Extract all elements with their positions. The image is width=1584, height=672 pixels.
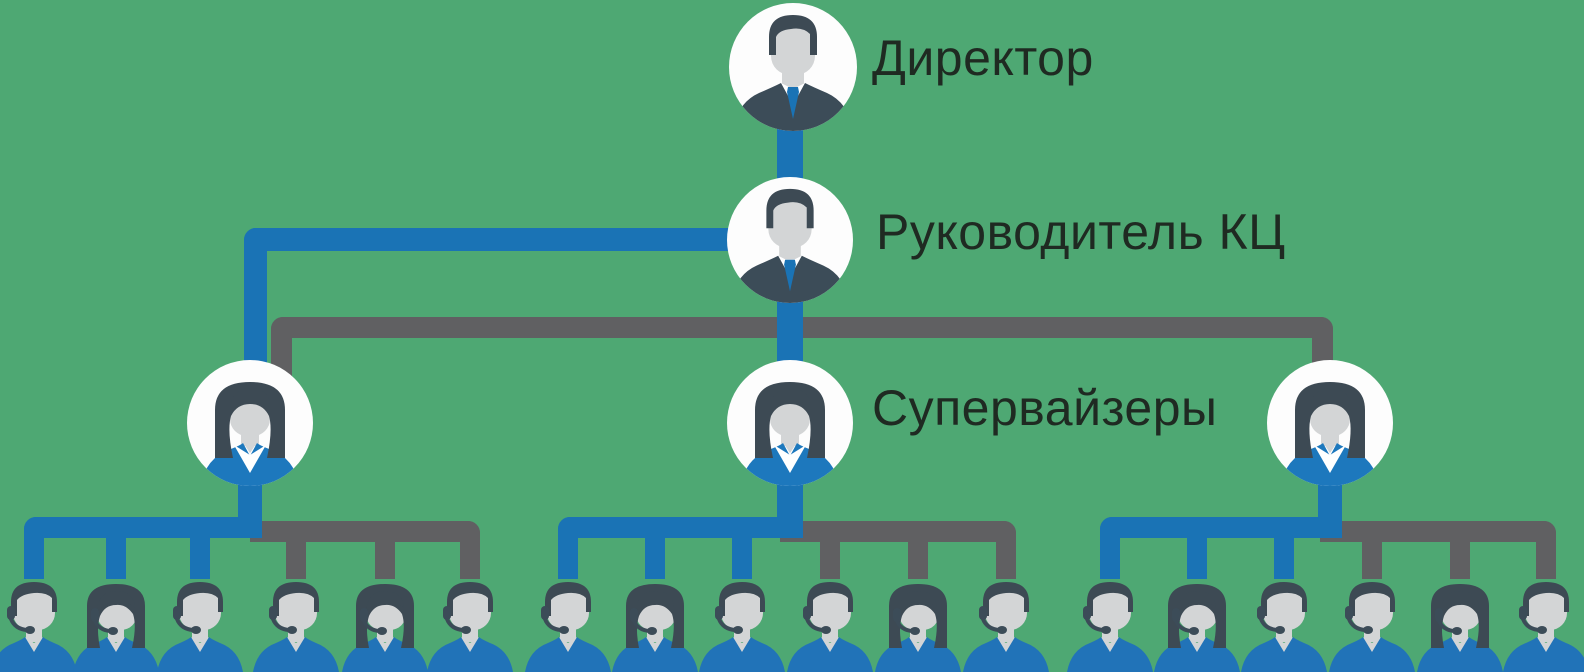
operator-avatar-male [252,578,340,672]
operator-man-headset-icon [157,582,243,672]
connector-operator-drop [820,521,840,579]
operator-woman-headset-icon [612,584,698,672]
connector-operator-drop [1450,521,1470,579]
operator-woman-headset-icon [342,584,428,672]
operator-man-headset-icon [1503,582,1584,672]
head-label: Руководитель КЦ [876,204,1286,260]
operator-man-headset-icon [963,582,1049,672]
operator-avatar-male [426,578,514,672]
operator-avatar-male [786,578,874,672]
operator-avatar-female [1153,578,1241,672]
connector-operator-drop [1100,517,1120,579]
operator-avatar-male [1240,578,1328,672]
connector-operator-drop [1187,517,1207,579]
connector-team-bar-blue [558,517,800,538]
operator-man-headset-icon [787,582,873,672]
supervisor-woman-icon [201,382,299,486]
operator-man-headset-icon [1329,582,1415,672]
businessman-icon [730,188,850,303]
operator-woman-headset-icon [1417,584,1503,672]
operator-avatar-female [1416,578,1504,672]
connector-team-bar-gray [780,521,1016,542]
connector-operator-drop [645,517,665,579]
connector-team-bar-gray [250,521,480,542]
connector-operator-drop [286,521,306,579]
director-label: Директор [872,30,1094,86]
connector-operator-drop [375,521,395,579]
connector-operator-drop [558,517,578,579]
connector-operator-drop [1536,521,1556,579]
supervisor-avatar [727,360,853,486]
operator-man-headset-icon [0,582,77,672]
connector-team-bar-blue [24,517,262,538]
operator-avatar-male [1328,578,1416,672]
supervisor-woman-icon [1281,382,1379,486]
connector-operator-drop [190,517,210,579]
operator-avatar-male [1066,578,1154,672]
operator-avatar-male [524,578,612,672]
operator-avatar-female [611,578,699,672]
operator-avatar-male [156,578,244,672]
operator-woman-headset-icon [1154,584,1240,672]
operator-man-headset-icon [427,582,513,672]
operator-man-headset-icon [525,582,611,672]
operator-man-headset-icon [699,582,785,672]
operator-avatar-female [72,578,160,672]
supervisors-label: Супервайзеры [872,380,1218,436]
operator-avatar-male [698,578,786,672]
connector-operator-drop [1362,521,1382,579]
connector-operator-drop [996,521,1016,579]
operator-woman-headset-icon [73,584,159,672]
supervisor-avatar [1267,360,1393,486]
operator-avatar-male [962,578,1050,672]
operator-man-headset-icon [1241,582,1327,672]
connector-operator-drop [908,521,928,579]
connector-operator-drop [106,517,126,579]
connector-operator-drop [1274,517,1294,579]
connector-team-bar-blue [1100,517,1342,538]
director-avatar [729,3,857,131]
supervisor-avatar [187,360,313,486]
connector-operator-drop [460,521,480,579]
operator-woman-headset-icon [875,584,961,672]
operator-avatar-male [0,578,78,672]
connector-operator-drop [732,517,752,579]
connector-head-to-left-supervisor-horizontal [244,228,790,251]
operator-man-headset-icon [253,582,339,672]
connector-team-bar-gray [1320,521,1556,542]
head-avatar [727,177,853,303]
supervisor-woman-icon [741,382,839,486]
operator-man-headset-icon [1067,582,1153,672]
connector-operator-drop [24,517,44,579]
operator-avatar-female [874,578,962,672]
operator-avatar-male [1502,578,1584,672]
operator-avatar-female [341,578,429,672]
businessman-icon [733,15,853,131]
